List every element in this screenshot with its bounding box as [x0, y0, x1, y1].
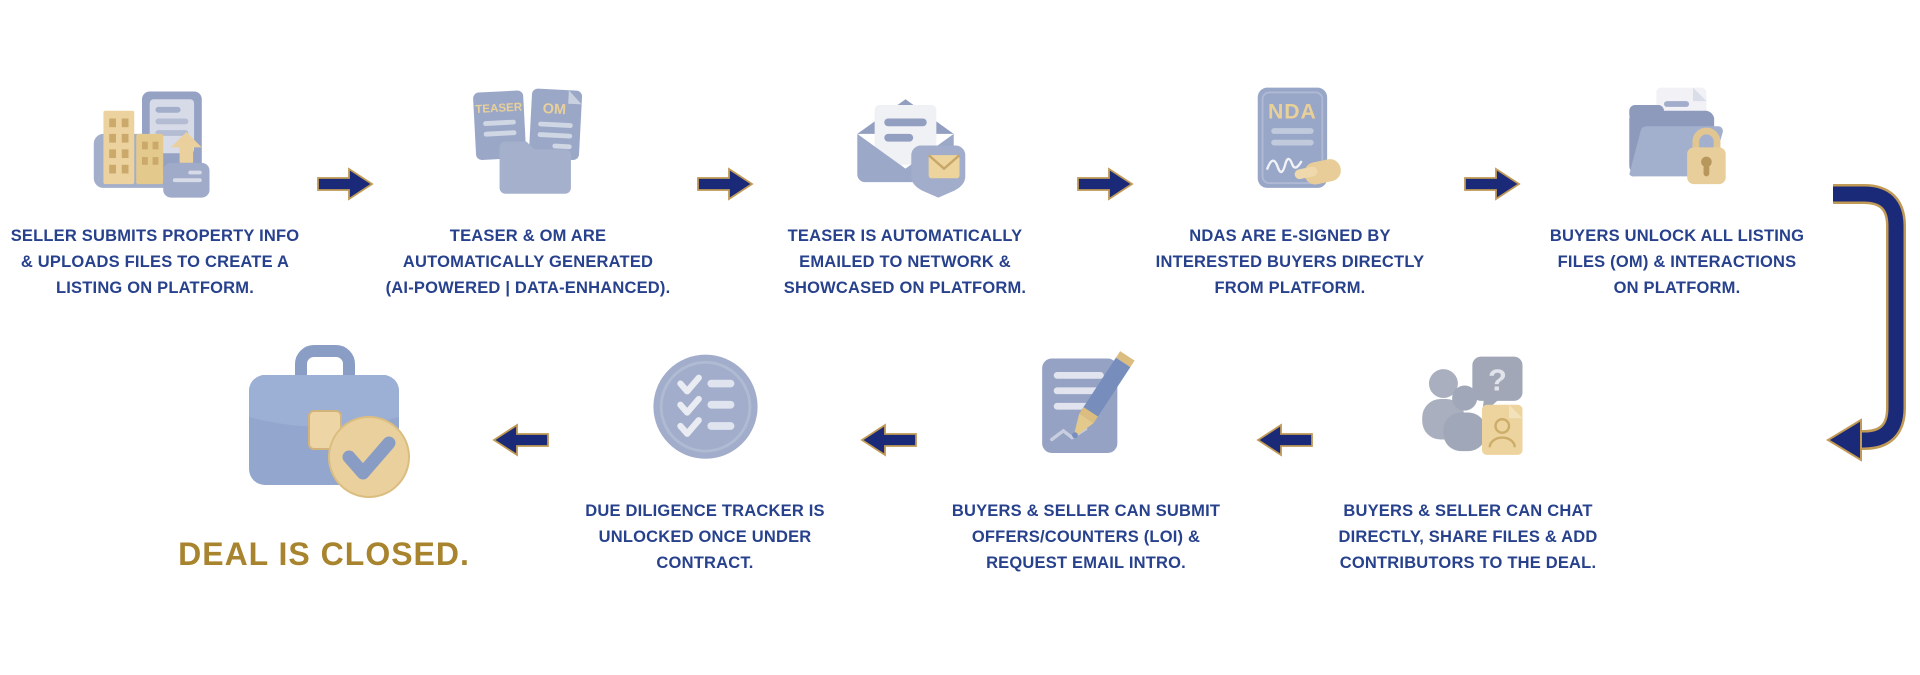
caption-line: FROM PLATFORM.	[1214, 279, 1366, 297]
caption-line: FILES (OM) & INTERACTIONS	[1557, 253, 1797, 271]
svg-text:OM: OM	[542, 100, 566, 117]
caption-line: EMAILED TO NETWORK &	[799, 253, 1011, 271]
caption-line: BUYERS & SELLER CAN SUBMIT	[951, 502, 1221, 520]
flow-connector-arrow-icon	[1800, 170, 1920, 485]
flow-arrow-left-icon	[1256, 423, 1314, 457]
step-nda-esigned: NDA NDAS ARE E-SIGNED BY INTERESTED BUYE…	[1110, 75, 1470, 301]
caption-line: INTERESTED BUYERS DIRECTLY	[1155, 253, 1425, 271]
folder-lock-icon	[1497, 75, 1857, 215]
step-caption: DUE DILIGENCE TRACKER IS UNLOCKED ONCE U…	[525, 498, 885, 576]
svg-text:TEASER: TEASER	[475, 101, 523, 115]
flow-arrow-left-icon	[860, 423, 918, 457]
briefcase-check-icon	[144, 322, 504, 522]
flow-arrow-right-icon	[316, 167, 374, 201]
caption-line: AUTOMATICALLY GENERATED	[402, 253, 654, 271]
step-submit-offers: BUYERS & SELLER CAN SUBMIT OFFERS/COUNTE…	[906, 342, 1266, 576]
caption-line: CONTRACT.	[656, 554, 754, 572]
caption-line: (AI-POWERED | DATA-ENHANCED).	[385, 279, 671, 297]
step-caption: SELLER SUBMITS PROPERTY INFO & UPLOADS F…	[0, 223, 335, 301]
step-buyers-unlock: BUYERS UNLOCK ALL LISTING FILES (OM) & I…	[1497, 75, 1857, 301]
caption-line: BUYERS UNLOCK ALL LISTING	[1549, 227, 1805, 245]
people-chat-icon: ?	[1288, 342, 1648, 482]
offer-pen-icon	[906, 342, 1266, 482]
caption-line: BUYERS & SELLER CAN CHAT	[1343, 502, 1593, 520]
flow-arrow-left-icon	[492, 423, 550, 457]
step-caption: NDAS ARE E-SIGNED BY INTERESTED BUYERS D…	[1110, 223, 1470, 301]
step-deal-closed: DEAL IS CLOSED.	[144, 322, 504, 573]
step-caption: TEASER & OM ARE AUTOMATICALLY GENERATED …	[348, 223, 708, 301]
caption-line: OFFERS/COUNTERS (LOI) &	[971, 528, 1201, 546]
caption-line: SHOWCASED ON PLATFORM.	[783, 279, 1027, 297]
caption-line: SELLER SUBMITS PROPERTY INFO	[10, 227, 300, 245]
step-seller-submits: SELLER SUBMITS PROPERTY INFO & UPLOADS F…	[0, 75, 335, 301]
step-caption: BUYERS UNLOCK ALL LISTING FILES (OM) & I…	[1497, 223, 1857, 301]
flow-arrow-right-icon	[1463, 167, 1521, 201]
step-caption: BUYERS & SELLER CAN CHAT DIRECTLY, SHARE…	[1288, 498, 1648, 576]
caption-line: REQUEST EMAIL INTRO.	[986, 554, 1186, 572]
due-diligence-checklist-icon	[525, 342, 885, 482]
svg-text:?: ?	[1488, 362, 1507, 397]
step-teaser-om-generated: TEASER OM TEASER & OM ARE AUTOMATICALLY …	[348, 75, 708, 301]
flow-arrow-right-icon	[696, 167, 754, 201]
caption-line: ON PLATFORM.	[1613, 279, 1741, 297]
caption-line: LISTING ON PLATFORM.	[55, 279, 254, 297]
caption-line: DIRECTLY, SHARE FILES & ADD	[1338, 528, 1598, 546]
caption-line: NDAS ARE E-SIGNED BY	[1189, 227, 1391, 245]
caption-line: TEASER IS AUTOMATICALLY	[787, 227, 1023, 245]
caption-line: CONTRIBUTORS TO THE DEAL.	[1339, 554, 1597, 572]
teaser-om-documents-icon: TEASER OM	[348, 75, 708, 215]
building-upload-icon	[0, 75, 335, 215]
deal-closed-title: DEAL IS CLOSED.	[178, 536, 470, 572]
caption-line: UNLOCKED ONCE UNDER	[598, 528, 812, 546]
step-caption: BUYERS & SELLER CAN SUBMIT OFFERS/COUNTE…	[906, 498, 1266, 576]
flow-arrow-right-icon	[1076, 167, 1134, 201]
step-caption: TEASER IS AUTOMATICALLY EMAILED TO NETWO…	[725, 223, 1085, 301]
nda-esign-icon: NDA	[1110, 75, 1470, 215]
step-chat-directly: ? BUYERS & SELLER CAN CHAT DIRECTLY, SHA…	[1288, 342, 1648, 576]
caption-line: DUE DILIGENCE TRACKER IS	[585, 502, 825, 520]
email-network-icon	[725, 75, 1085, 215]
step-teaser-emailed: TEASER IS AUTOMATICALLY EMAILED TO NETWO…	[725, 75, 1085, 301]
caption-line: & UPLOADS FILES TO CREATE A	[20, 253, 290, 271]
caption-line: TEASER & OM ARE	[449, 227, 607, 245]
svg-text:NDA: NDA	[1268, 100, 1317, 123]
step-due-diligence: DUE DILIGENCE TRACKER IS UNLOCKED ONCE U…	[525, 342, 885, 576]
